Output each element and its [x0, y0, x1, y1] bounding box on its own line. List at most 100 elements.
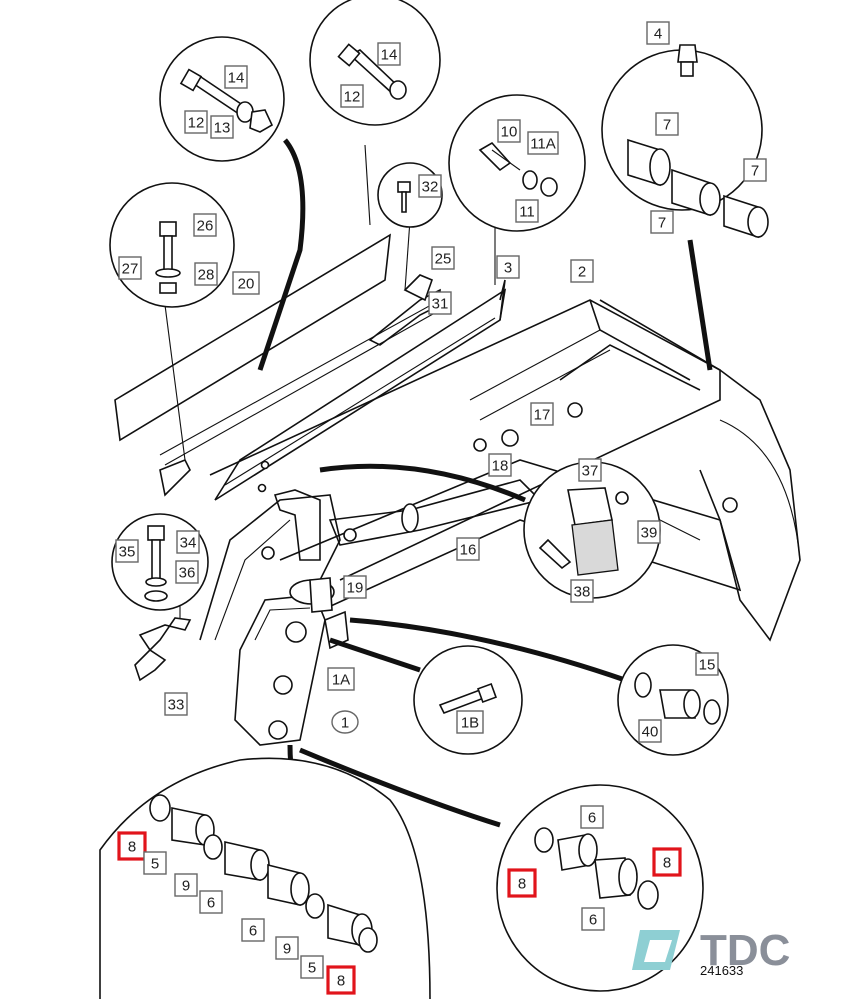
- callout-number: 28: [198, 267, 215, 284]
- callout-box: [164, 692, 188, 716]
- callout-box: [175, 560, 199, 584]
- callout-box: [638, 719, 662, 743]
- callout-31: 31: [428, 291, 452, 315]
- callout-box: [275, 936, 299, 960]
- callout-number: 5: [308, 960, 316, 977]
- callout-box: [143, 851, 167, 875]
- callout-number: 16: [460, 542, 477, 559]
- callout-10: 10: [497, 119, 521, 143]
- callout-box: [428, 291, 452, 315]
- callout-box: [655, 112, 679, 136]
- callout-box: [340, 84, 364, 108]
- callout-12: 12: [340, 84, 364, 108]
- callout-box: [377, 42, 401, 66]
- callout-number: 26: [197, 218, 214, 235]
- callout-box: [176, 530, 200, 554]
- callout-number: 6: [589, 912, 597, 929]
- callout-6: 6: [241, 918, 265, 942]
- boom-frame-drawing: [114, 138, 801, 828]
- callout-box: [650, 210, 674, 234]
- callout-9: 9: [275, 936, 299, 960]
- detail-circle-bolt-12-14-b: [309, 0, 441, 126]
- callout-35: 35: [115, 539, 139, 563]
- callout-number: 11: [519, 204, 535, 221]
- callout-number: 35: [119, 544, 136, 561]
- callout-number: 14: [228, 70, 245, 87]
- callout-box: [581, 907, 605, 931]
- callout-5: 5: [300, 955, 324, 979]
- callout-37: 37: [578, 458, 602, 482]
- callout-box: [431, 246, 455, 270]
- callout-number: 20: [238, 276, 255, 293]
- callout-number: 14: [381, 47, 398, 64]
- callout-number: 39: [641, 525, 658, 542]
- callout-number: 7: [663, 117, 671, 134]
- callout-28: 28: [194, 262, 218, 286]
- callout-number: 8: [128, 839, 136, 856]
- callout-4: 4: [646, 21, 670, 45]
- callout-number: 25: [435, 251, 452, 268]
- callout-box: [456, 537, 480, 561]
- callout-number: 11A: [530, 136, 556, 153]
- callout-number: 10: [501, 124, 518, 141]
- callout-17: 17: [530, 402, 554, 426]
- callout-number: 9: [283, 941, 291, 958]
- callout-9: 9: [174, 873, 198, 897]
- callout-box: [497, 119, 521, 143]
- callout-13: 13: [210, 115, 234, 139]
- logo-text: TDC: [700, 926, 790, 975]
- callout-box: [580, 805, 604, 829]
- callout-box: [496, 255, 520, 279]
- callout-25: 25: [431, 246, 455, 270]
- callout-box: [570, 579, 594, 603]
- callout-box: [241, 918, 265, 942]
- callout-number: 13: [214, 120, 231, 137]
- callout-box: [232, 271, 260, 295]
- callout-number: 1A: [332, 672, 350, 689]
- callout-box: [507, 868, 537, 898]
- detail-circle-bolt-10-11: [448, 94, 586, 232]
- callout-number: 17: [534, 407, 551, 424]
- callout-14: 14: [224, 65, 248, 89]
- callout-box: [118, 256, 142, 280]
- callout-box: [695, 652, 719, 676]
- callout-box: [199, 890, 223, 914]
- tdc-logo: TDC: [632, 926, 790, 975]
- callout-box: [530, 402, 554, 426]
- callout-box: [488, 453, 512, 477]
- callout-number: 1B: [461, 715, 479, 732]
- callout-number: 1: [341, 715, 349, 732]
- callout-number: 8: [663, 855, 671, 872]
- callout-6: 6: [581, 907, 605, 931]
- callout-36: 36: [175, 560, 199, 584]
- callout-number: 40: [642, 724, 659, 741]
- callout-box: [637, 520, 661, 544]
- callout-16: 16: [456, 537, 480, 561]
- callout-box: [210, 115, 234, 139]
- callout-26: 26: [193, 213, 217, 237]
- callout-8-highlighted: 8: [326, 965, 356, 995]
- callout-32: 32: [418, 174, 442, 198]
- callout-1: 1: [331, 710, 359, 734]
- callout-11A: 11A: [527, 131, 559, 155]
- callout-box: [578, 458, 602, 482]
- callout-box: [193, 213, 217, 237]
- callout-number: 33: [168, 697, 185, 714]
- callout-15: 15: [695, 652, 719, 676]
- callout-number: 31: [432, 296, 449, 313]
- callout-39: 39: [637, 520, 661, 544]
- callout-box: [646, 21, 670, 45]
- callout-33: 33: [164, 692, 188, 716]
- callout-number: 19: [347, 580, 364, 597]
- callout-38: 38: [570, 579, 594, 603]
- callout-number: 36: [179, 565, 196, 582]
- detail-parts: [144, 43, 769, 953]
- callout-number: 12: [344, 89, 361, 106]
- callout-box: [174, 873, 198, 897]
- callout-box: [331, 710, 359, 734]
- callout-7: 7: [655, 112, 679, 136]
- callout-7: 7: [743, 158, 767, 182]
- callout-box: [326, 965, 356, 995]
